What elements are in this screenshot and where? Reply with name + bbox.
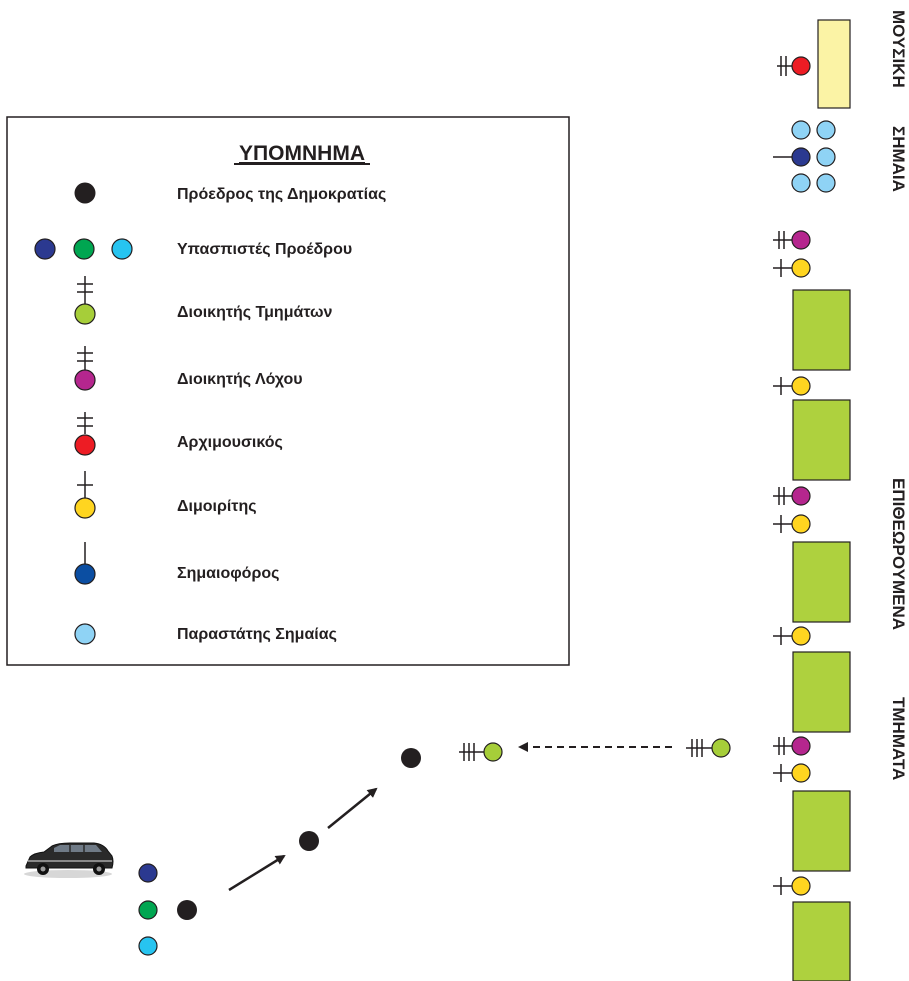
label-inspected: ΕΠΙΘΕΩΡΟΥΜΕΝΑ bbox=[889, 478, 908, 630]
legend-label-flag-bearer: Σημαιοφόρος bbox=[177, 565, 279, 582]
legend-row-flag-escort: Παραστάτης Σημαίας bbox=[74, 623, 337, 645]
section-block-6 bbox=[792, 901, 851, 981]
aide-blue-start bbox=[138, 863, 158, 883]
commander-sections-symbol bbox=[74, 303, 96, 325]
company-commander-symbol bbox=[74, 369, 96, 391]
legend-row-bandmaster: Αρχιμουσικός bbox=[74, 412, 283, 456]
platoon-leader-marker-6 bbox=[773, 876, 811, 896]
flag-escort-symbol bbox=[74, 623, 96, 645]
president-symbol bbox=[74, 182, 96, 204]
company-commander-marker-1 bbox=[773, 230, 811, 250]
aide-cyan-symbol bbox=[111, 238, 133, 260]
aide-green-start bbox=[138, 900, 158, 920]
section-block-2 bbox=[792, 399, 851, 481]
platoon-leader-marker-5 bbox=[773, 763, 811, 783]
limousine-icon bbox=[24, 842, 114, 878]
president-position-final bbox=[401, 748, 421, 768]
bandmaster-marker bbox=[777, 56, 811, 76]
legend-row-company-commander: Διοικητής Λόχου bbox=[74, 346, 303, 391]
president-position-start bbox=[177, 900, 197, 920]
legend-box bbox=[6, 116, 570, 666]
aide-cyan-start bbox=[138, 936, 158, 956]
section-block-3 bbox=[792, 541, 851, 623]
platoon-leader-symbol bbox=[74, 497, 96, 519]
label-sections: ΤΜΗΜΑΤΑ bbox=[889, 697, 908, 780]
president-arrow-1 bbox=[228, 854, 286, 892]
flag-group bbox=[773, 120, 836, 193]
legend-label-president: Πρόεδρος της Δημοκρατίας bbox=[177, 186, 386, 203]
flag-bearer-symbol bbox=[74, 563, 96, 585]
company-commander-marker-2 bbox=[773, 486, 811, 506]
platoon-leader-marker-3 bbox=[773, 514, 811, 534]
legend-label-platoon-leader: Διμοιρίτης bbox=[177, 498, 257, 515]
platoon-leader-marker-2 bbox=[773, 376, 811, 396]
legend-label-aides: Υπασπιστές Προέδρου bbox=[177, 241, 352, 258]
commander-sections-end bbox=[459, 742, 503, 762]
music-block bbox=[817, 19, 851, 109]
legend-row-platoon-leader: Διμοιρίτης bbox=[74, 471, 257, 519]
platoon-leader-marker-1 bbox=[773, 258, 811, 278]
president-position-middle bbox=[299, 831, 319, 851]
legend-title: ΥΠΟΜΝΗΜΑ bbox=[239, 142, 365, 165]
section-block-1 bbox=[792, 289, 851, 371]
bandmaster-symbol bbox=[74, 434, 96, 456]
legend: ΥΠΟΜΝΗΜΑ Πρόεδρος της Δημοκρατίας Υπασπι… bbox=[6, 116, 570, 666]
commander-sections-start bbox=[686, 738, 731, 758]
company-commander-marker-3 bbox=[773, 736, 811, 756]
section-block-4 bbox=[792, 651, 851, 733]
aide-blue-symbol bbox=[34, 238, 56, 260]
legend-label-flag-escort: Παραστάτης Σημαίας bbox=[177, 626, 337, 643]
president-arrow-2 bbox=[327, 787, 378, 829]
aide-green-symbol bbox=[73, 238, 95, 260]
label-flag: ΣΗΜΑΙΑ bbox=[889, 126, 908, 192]
platoon-leader-marker-4 bbox=[773, 626, 811, 646]
legend-row-president: Πρόεδρος της Δημοκρατίας bbox=[74, 182, 386, 204]
legend-label-bandmaster: Αρχιμουσικός bbox=[177, 434, 283, 451]
legend-label-commander-sections: Διοικητής Τμημάτων bbox=[177, 304, 333, 321]
section-block-5 bbox=[792, 790, 851, 872]
legend-label-company-commander: Διοικητής Λόχου bbox=[177, 371, 303, 388]
legend-row-aides: Υπασπιστές Προέδρου bbox=[34, 238, 352, 260]
formation-column bbox=[773, 19, 851, 981]
legend-row-flag-bearer: Σημαιοφόρος bbox=[74, 542, 279, 585]
label-music: ΜΟΥΣΙΚΗ bbox=[889, 10, 908, 88]
legend-row-commander-sections: Διοικητής Τμημάτων bbox=[74, 276, 333, 325]
